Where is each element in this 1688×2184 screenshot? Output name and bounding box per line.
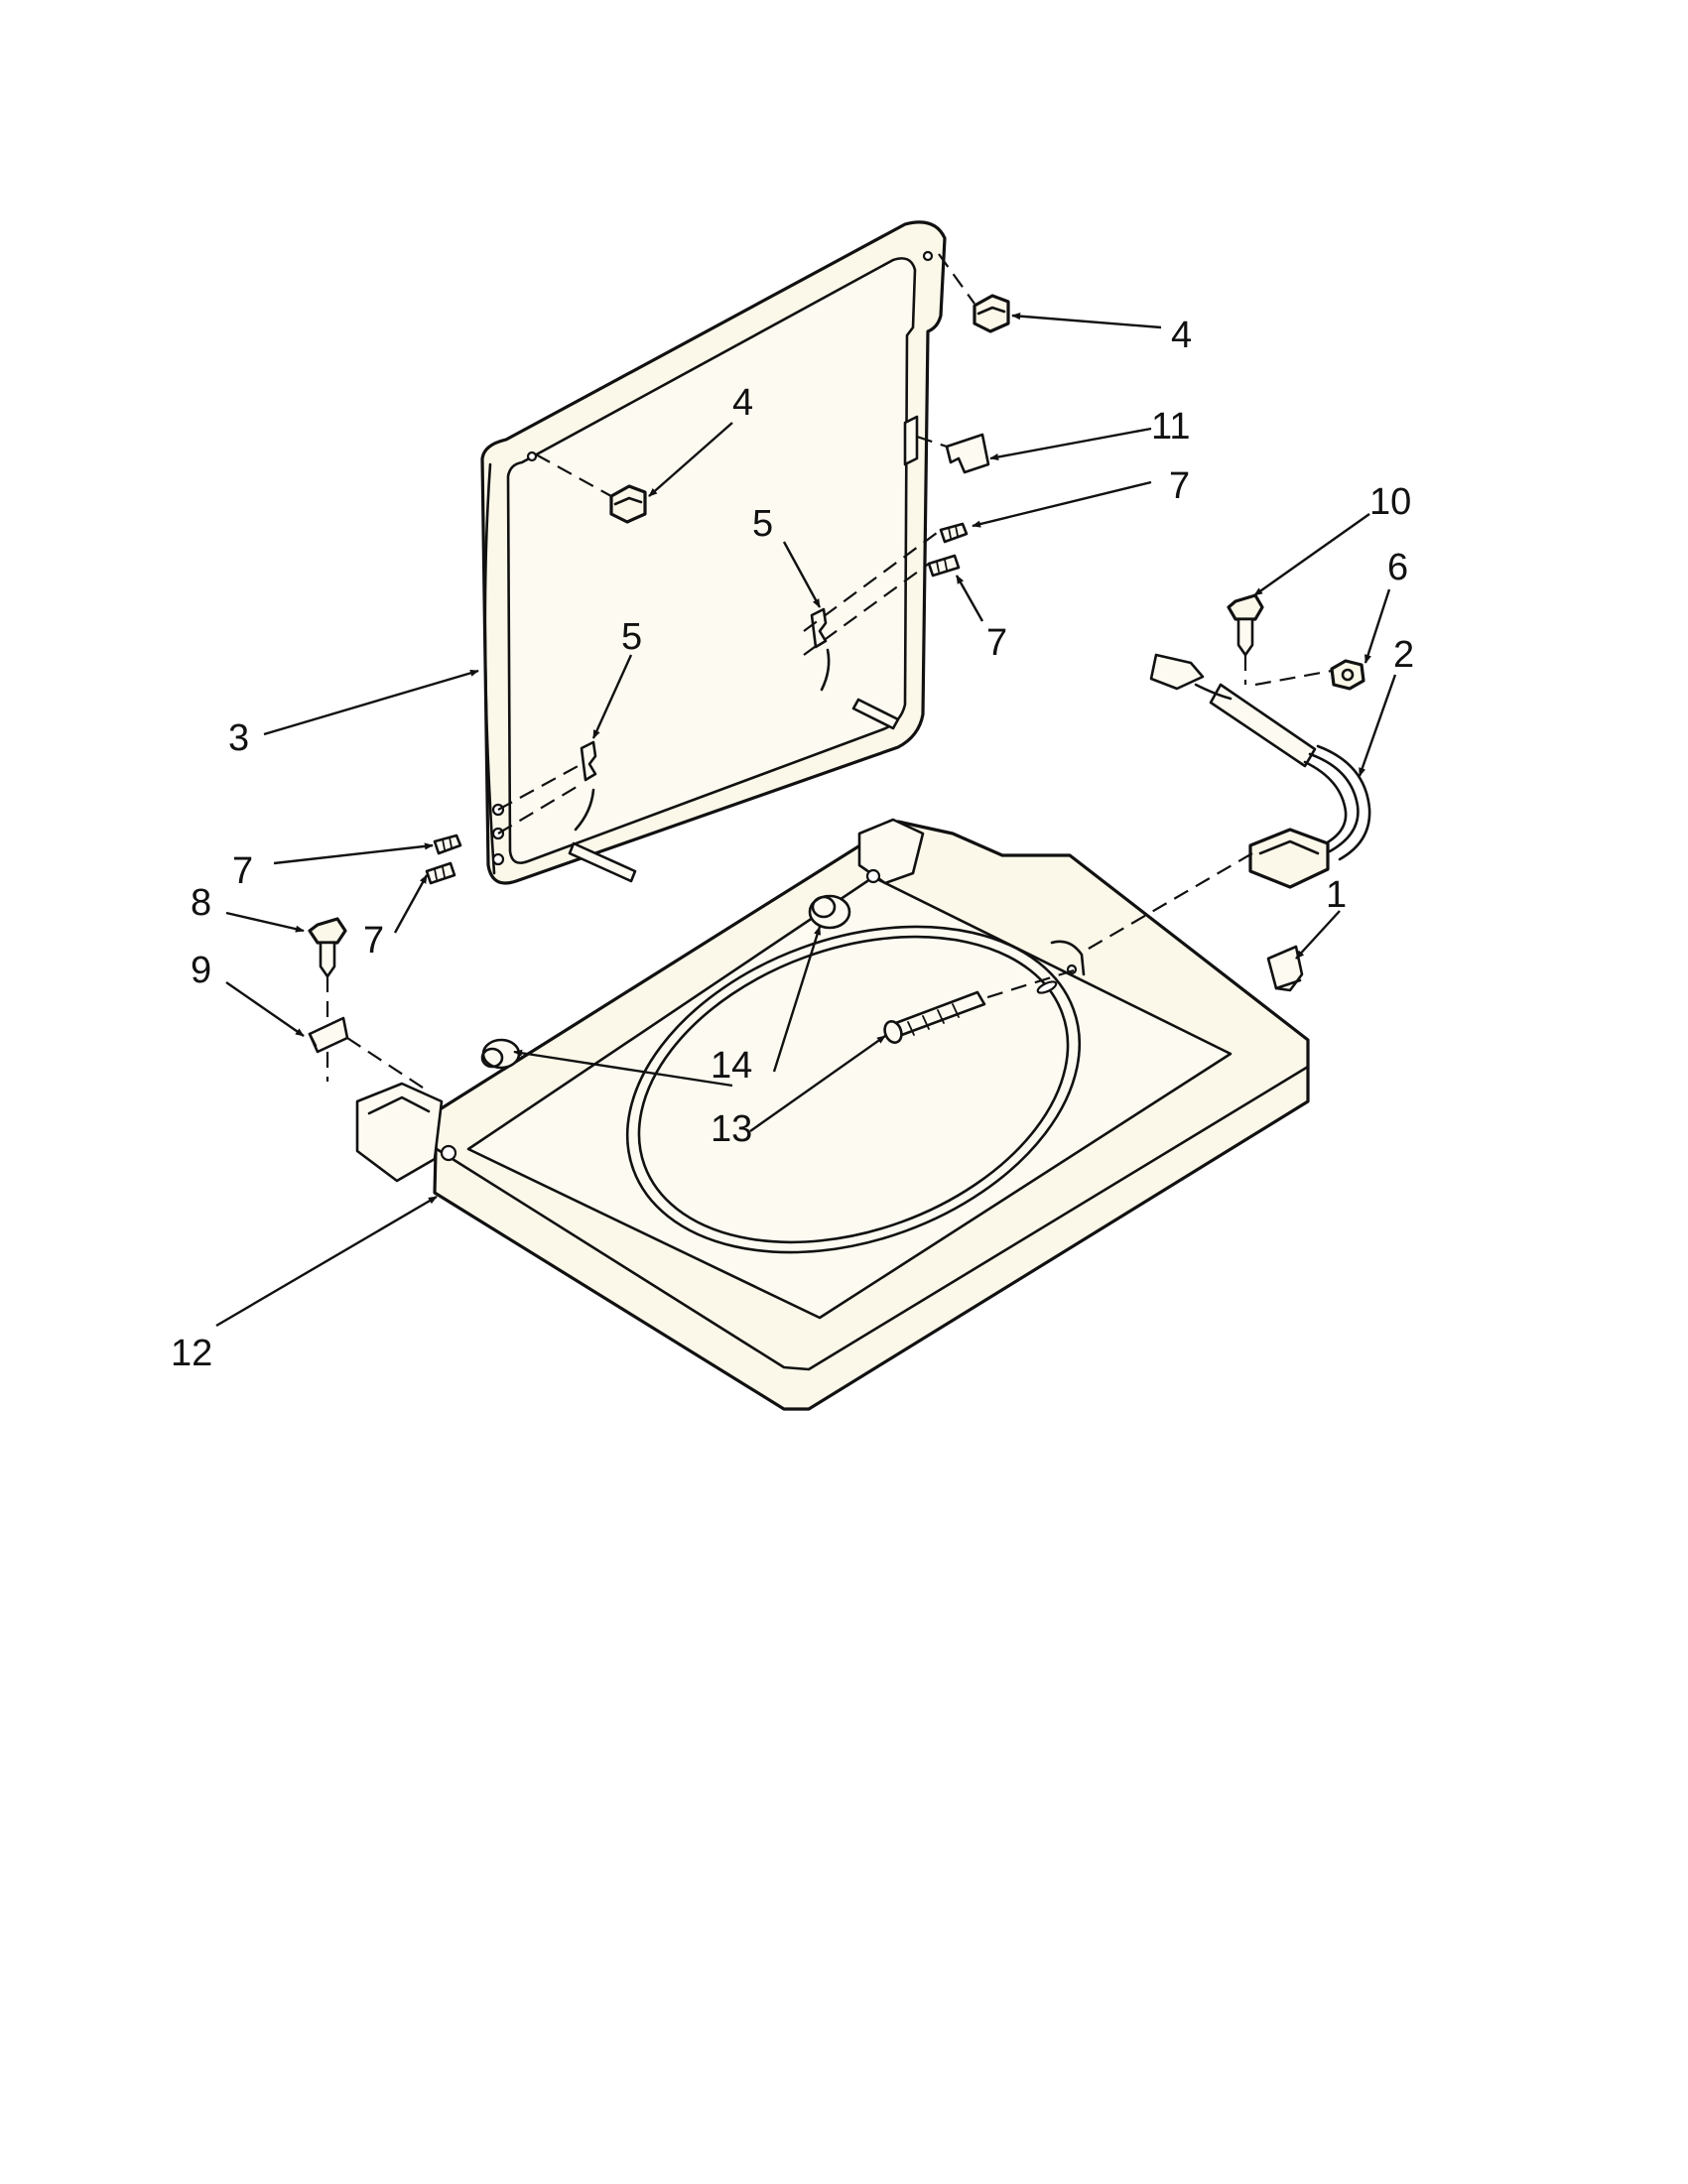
washer-top-panel (355, 818, 1310, 1411)
callout-3: 3 (228, 717, 249, 759)
lid-strike (945, 433, 990, 474)
callout-13: 13 (711, 1108, 752, 1150)
switch-clip (1266, 945, 1304, 992)
hinge-clip-left (580, 740, 597, 782)
callout-1: 1 (1326, 874, 1347, 916)
switch-mounting-screw (1227, 593, 1264, 657)
callout-10: 10 (1369, 481, 1411, 523)
hinge-screw-left-upper (433, 834, 462, 855)
callout-14: 14 (711, 1045, 752, 1087)
washer-lid (480, 220, 947, 885)
callout-2: 2 (1393, 634, 1414, 676)
callout-5-left: 5 (621, 616, 642, 658)
lid-plug-button-upper (973, 294, 1010, 333)
hinge-plate (308, 1016, 349, 1054)
callout-12: 12 (171, 1333, 212, 1374)
hex-nut (1330, 659, 1365, 691)
lid-plug-button-lower (609, 484, 647, 524)
hinge-screw-right-lower (927, 554, 961, 578)
hinge-screw-right-upper (939, 522, 969, 544)
callout-9: 9 (191, 950, 211, 991)
hinge-screw-left-lower (425, 861, 456, 885)
lid-switch-assembly (1149, 653, 1371, 889)
callout-5-right: 5 (752, 503, 773, 545)
lid-bumper-upper (808, 894, 851, 930)
callout-8: 8 (191, 882, 211, 924)
callout-6: 6 (1387, 547, 1408, 588)
callout-labels: 4 4 11 7 7 5 5 3 7 7 8 9 10 6 2 1 14 13 … (171, 315, 1414, 1374)
callout-7-left-upper: 7 (232, 850, 253, 892)
callout-7-left-lower: 7 (363, 920, 384, 962)
callout-11: 11 (1151, 406, 1190, 448)
callout-7-right-upper: 7 (1169, 465, 1190, 507)
callout-4-upper: 4 (1171, 315, 1192, 356)
hinge-bracket-screw (308, 917, 347, 978)
callout-7-right-lower: 7 (986, 622, 1007, 664)
callout-4-lower: 4 (732, 382, 753, 424)
lid-screw (883, 990, 986, 1044)
lid-bumper-lower (480, 1038, 521, 1070)
callout-leaders (215, 313, 1397, 1328)
alignment-lines (325, 253, 1333, 1092)
